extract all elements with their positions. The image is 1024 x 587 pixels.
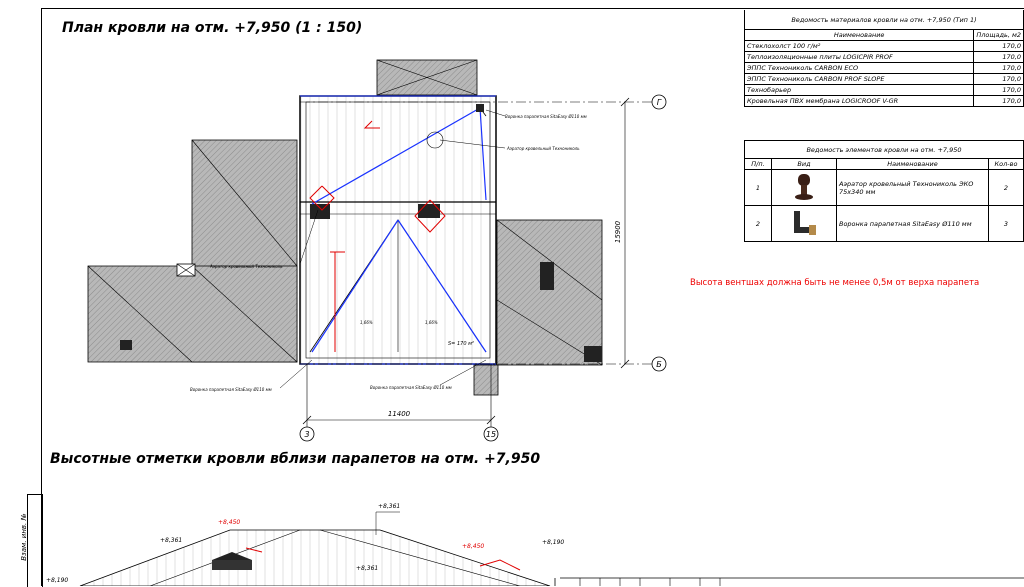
axis-label-b: Б — [656, 360, 662, 369]
axis-bubble-3 — [299, 426, 315, 442]
material-name: Кровельная ПВХ мембрана LOGICROOF V-GR — [743, 95, 975, 107]
elements-table: Ведомость элементов кровли на отм. +7,95… — [744, 140, 1024, 242]
elev-e1: +8,361 — [378, 503, 400, 510]
plan-title: План кровли на отм. +7,950 (1 : 150) — [62, 20, 363, 36]
axis-bubble-15 — [483, 426, 499, 442]
right-roof-wing — [473, 219, 603, 396]
side-stamp: Взам. инв. № — [20, 494, 43, 587]
callout-funnel-bl: Воронка парапетная SitaEasy Ø110 мм — [190, 387, 272, 392]
element-qty: 2 — [988, 169, 1024, 206]
elev-e4: +8,450 — [462, 543, 484, 550]
axis-label-g: Г — [657, 98, 662, 107]
slope-label: 1,66% — [425, 320, 438, 325]
frame-top — [41, 8, 1024, 9]
axis-bubble-b — [651, 356, 667, 372]
elev-e2: +8,450 — [218, 519, 240, 526]
ventilation-note: Высота вентшах должна быть не менее 0,5м… — [690, 278, 980, 288]
callout-aerator-top: Аэратор кровельный Технониколь — [506, 146, 580, 151]
element-no: 2 — [744, 205, 772, 242]
elev-e7: +8,361 — [356, 565, 378, 572]
top-roof-box — [376, 59, 478, 96]
dim-width: 11400 — [388, 410, 411, 418]
frame-left — [41, 8, 42, 586]
element-name: Воронка парапетная SitaEasy Ø110 мм — [836, 205, 989, 242]
dimensions: 11400 15900 — [302, 97, 630, 425]
table-row: 2 Воронка парапетная SitaEasy Ø110 мм 3 — [744, 205, 1024, 242]
table-row: 1 Аэратор кровельный Технониколь ЭКО 75х… — [744, 169, 1024, 206]
funnel-icon — [771, 205, 837, 242]
elev-e5: +8,190 — [542, 539, 564, 546]
callout-aerator-left: Аэратор кровельный Технониколь — [209, 264, 283, 269]
axis-label-15: 15 — [486, 430, 496, 439]
slope-label: 1,66% — [360, 320, 373, 325]
main-roof — [299, 95, 497, 365]
callout-funnel-top: Воронка парапетная SitaEasy Ø110 мм — [505, 114, 587, 119]
heights-title: Высотные отметки кровли вблизи парапетов… — [50, 451, 541, 467]
axis-bubble-g — [651, 94, 667, 110]
dim-height: 15900 — [614, 220, 622, 243]
material-area: 170,0 — [973, 95, 1024, 107]
materials-table: Ведомость материалов кровли на отм. +7,9… — [743, 10, 1024, 107]
area-label: S= 170 м² — [448, 341, 474, 347]
left-roof-wing — [87, 139, 298, 363]
elevation-view: +8,361 +8,450 +8,361 +8,450 +8,190 +8,19… — [46, 503, 1024, 586]
axis-label-3: 3 — [304, 430, 309, 439]
elev-e3: +8,361 — [160, 537, 182, 544]
element-qty: 3 — [988, 205, 1024, 242]
callouts: Воронка парапетная SitaEasy Ø110 мм Аэра… — [190, 109, 587, 392]
axis-grid: Г Б 3 15 — [299, 94, 667, 442]
elev-e6: +8,190 — [46, 577, 68, 584]
callout-funnel-br: Воронка парапетная SitaEasy Ø110 мм — [370, 385, 452, 390]
element-name: Аэратор кровельный Технониколь ЭКО 75х34… — [836, 169, 989, 206]
